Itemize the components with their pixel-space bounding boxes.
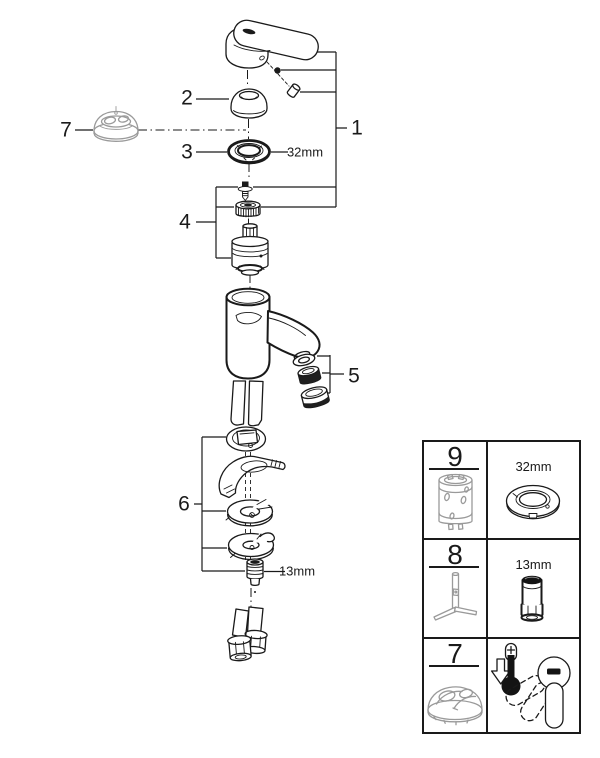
spare-parts-table: 9 [422, 440, 581, 734]
down-arrow-icon [490, 658, 511, 685]
temperature-limiter-drawing [93, 106, 139, 142]
handle-screw-drawing [237, 181, 253, 201]
horseshoe-washer-drawing [225, 495, 276, 527]
row-8-number: 8 [447, 539, 463, 570]
cap-nut-drawing [235, 200, 261, 218]
callout-1: 1 [351, 116, 363, 140]
cold-setting-handle-icon [490, 642, 571, 729]
row-8-size-label: 13mm [515, 557, 552, 572]
temperature-limiter-icon [427, 686, 483, 726]
cartridge-drawing [231, 223, 269, 276]
row-7-number: 7 [447, 638, 463, 669]
socket-tool-icon [438, 473, 473, 531]
lever-handle-drawing [225, 19, 319, 98]
row-8-part-cell: 8 [424, 540, 488, 637]
escutcheon-ring-icon [505, 484, 561, 520]
row-9-size-label: 32mm [515, 459, 552, 474]
callout-2: 2 [181, 86, 193, 110]
hose-tails-drawing [230, 380, 264, 427]
mounting-wedge-drawing [218, 455, 286, 499]
callout-6: 6 [178, 492, 190, 516]
row-7-underline [429, 665, 479, 667]
escutcheon-ring-drawing [227, 139, 271, 165]
row-8-size-cell: 13mm [488, 540, 579, 637]
row-8-underline [429, 566, 479, 568]
row-7-part-cell: 7 [424, 639, 488, 732]
mounting-wrench-icon [433, 571, 478, 621]
row-7-illustration-cell [488, 639, 579, 732]
mounting-flange-drawing [225, 426, 267, 452]
callout-7: 7 [60, 118, 72, 142]
callout-4: 4 [179, 210, 191, 234]
callout-leader-lines [75, 51, 347, 573]
dome-cap-drawing [230, 88, 268, 119]
socket-adapter-icon [520, 575, 544, 622]
table-row-8: 8 13mm [424, 540, 579, 639]
thermometer-icon [501, 642, 521, 696]
table-row-9: 9 [424, 442, 579, 540]
ring-size-label: 32mm [286, 144, 324, 160]
callout-5: 5 [348, 364, 360, 388]
lever-positions-illustration [505, 656, 571, 729]
table-row-7: 7 [424, 639, 579, 732]
row-9-number: 9 [447, 441, 463, 472]
mounting-bolt-drawing [246, 558, 264, 593]
row-9-underline [429, 468, 479, 470]
aerator-set-drawing [292, 353, 330, 409]
row-9-size-cell: 32mm [488, 442, 579, 538]
callout-3: 3 [181, 140, 193, 164]
bolt-size-label: 13mm [278, 563, 316, 579]
flexible-hoses-drawing [227, 606, 268, 662]
row-9-part-cell: 9 [424, 442, 488, 538]
horseshoe-clamp-drawing [227, 529, 279, 561]
